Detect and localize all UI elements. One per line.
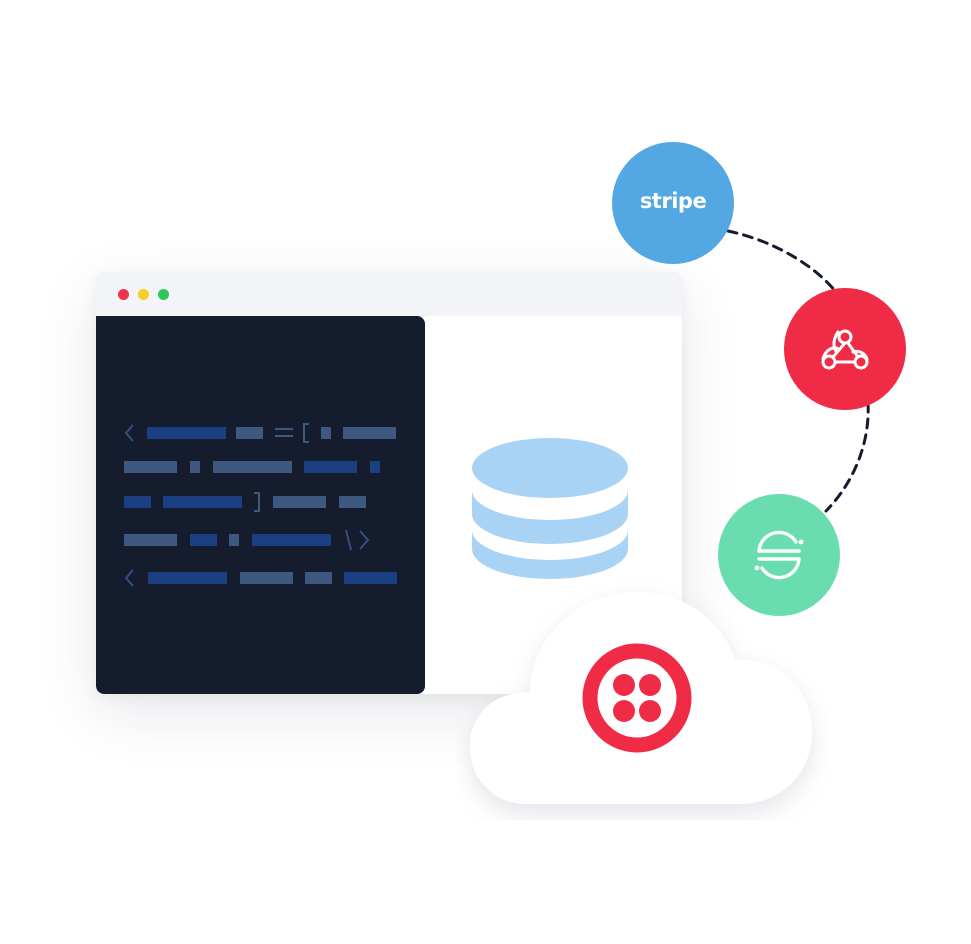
connector-stripe-webhook	[726, 229, 838, 294]
code-token	[229, 534, 239, 546]
stripe-integration-badge[interactable]: stripe	[612, 142, 734, 264]
connector-webhook-segment	[824, 401, 870, 513]
code-token	[344, 572, 397, 584]
stripe-logo: stripe	[639, 189, 707, 213]
cloud-shape	[470, 592, 812, 804]
segment-icon	[754, 530, 804, 580]
code-lines	[124, 423, 397, 587]
code-token	[213, 461, 292, 473]
webhook-icon	[821, 329, 869, 370]
code-token	[240, 572, 293, 584]
square-bracket-open-icon	[303, 423, 309, 443]
code-token	[124, 496, 151, 508]
window-minimize-button[interactable]	[138, 289, 149, 300]
code-token	[190, 534, 217, 546]
code-token	[252, 534, 331, 546]
code-token	[124, 534, 177, 546]
code-token	[370, 461, 380, 473]
code-token	[236, 427, 263, 439]
slash-icon	[345, 529, 352, 551]
chevron-left-icon	[124, 424, 134, 442]
code-token	[148, 572, 227, 584]
code-editor-pane	[96, 316, 425, 694]
window-titlebar	[96, 272, 682, 317]
code-token	[339, 496, 366, 508]
equals-icon	[275, 428, 293, 437]
window-close-button[interactable]	[118, 289, 129, 300]
twilio-logo[interactable]	[581, 642, 693, 754]
window-maximize-button[interactable]	[158, 289, 169, 300]
code-token	[124, 461, 177, 473]
code-token	[273, 496, 326, 508]
chevron-left-icon	[124, 569, 134, 587]
segment-integration-badge[interactable]	[718, 494, 840, 616]
code-token	[343, 427, 396, 439]
square-bracket-close-icon	[254, 492, 260, 512]
code-token	[190, 461, 200, 473]
webhook-integration-badge[interactable]	[784, 288, 906, 410]
database-icon	[472, 438, 628, 579]
code-token	[321, 427, 331, 439]
code-token	[305, 572, 332, 584]
code-token	[147, 427, 226, 439]
chevron-right-icon	[359, 530, 370, 550]
code-token	[163, 496, 242, 508]
code-token	[304, 461, 357, 473]
